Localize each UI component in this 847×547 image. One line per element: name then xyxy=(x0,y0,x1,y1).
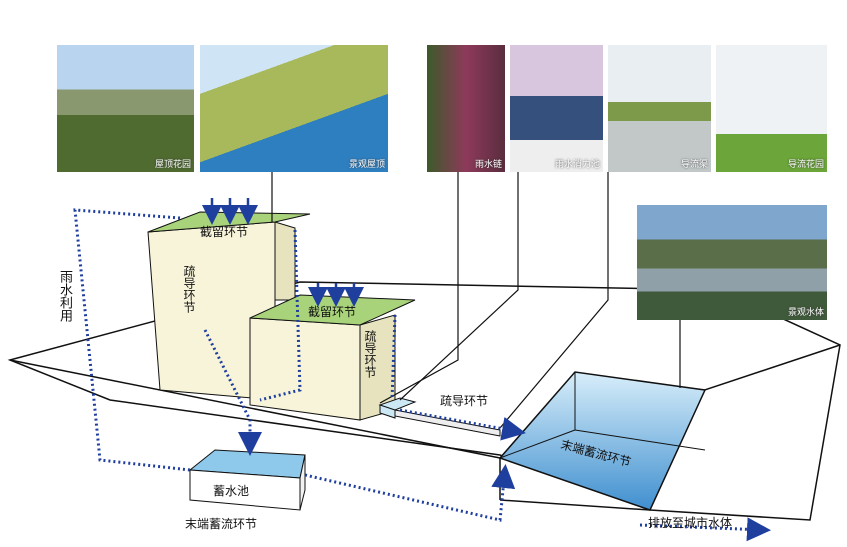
label-guide-channel: 疏导环节 xyxy=(440,393,488,408)
dissipation-box xyxy=(378,397,417,419)
ground-plane xyxy=(7,281,841,521)
photo-guide-garden: 导流花园 xyxy=(716,45,827,172)
label-retention-mid: 截留环节 xyxy=(308,305,356,319)
photo-caption: 雨水链 xyxy=(474,160,502,170)
photo-caption: 屋顶花园 xyxy=(154,160,191,170)
tall-building xyxy=(147,211,311,401)
label-end-storage-small: 末端蓄流环节 xyxy=(185,517,257,531)
leader-lines xyxy=(271,172,681,429)
photo-caption: 景观屋顶 xyxy=(348,160,385,170)
label-guide-mid: 疏导环节 xyxy=(363,330,377,378)
label-rain-reuse: 雨水利用 xyxy=(57,270,72,322)
label-retention-top: 截留环节 xyxy=(200,225,248,239)
label-discharge: 排放至城市水体 xyxy=(648,515,732,530)
photo-caption: 景观水体 xyxy=(787,308,824,318)
mid-building xyxy=(249,294,416,421)
photo-guide-channel: 导流渠 xyxy=(608,45,711,172)
photo-dissipation-pool: 雨水消力池 xyxy=(510,45,603,172)
photo-landscape-water: 景观水体 xyxy=(637,205,827,320)
photo-green-roof: 景观屋顶 xyxy=(200,45,388,172)
photo-roof-garden: 屋顶花园 xyxy=(57,45,194,172)
label-guide-tall: 疏导环节 xyxy=(182,265,196,313)
photo-caption: 导流渠 xyxy=(680,160,708,170)
label-cistern: 蓄水池 xyxy=(213,484,249,498)
photo-rain-chain: 雨水链 xyxy=(427,45,505,172)
rain-arrows-icon xyxy=(202,198,364,307)
guide-channel xyxy=(394,409,501,437)
end-storage-pool xyxy=(498,371,707,511)
photo-caption: 雨水消力池 xyxy=(554,160,600,170)
photo-caption: 导流花园 xyxy=(787,160,824,170)
cistern xyxy=(188,449,306,511)
flow-lines xyxy=(73,208,771,542)
